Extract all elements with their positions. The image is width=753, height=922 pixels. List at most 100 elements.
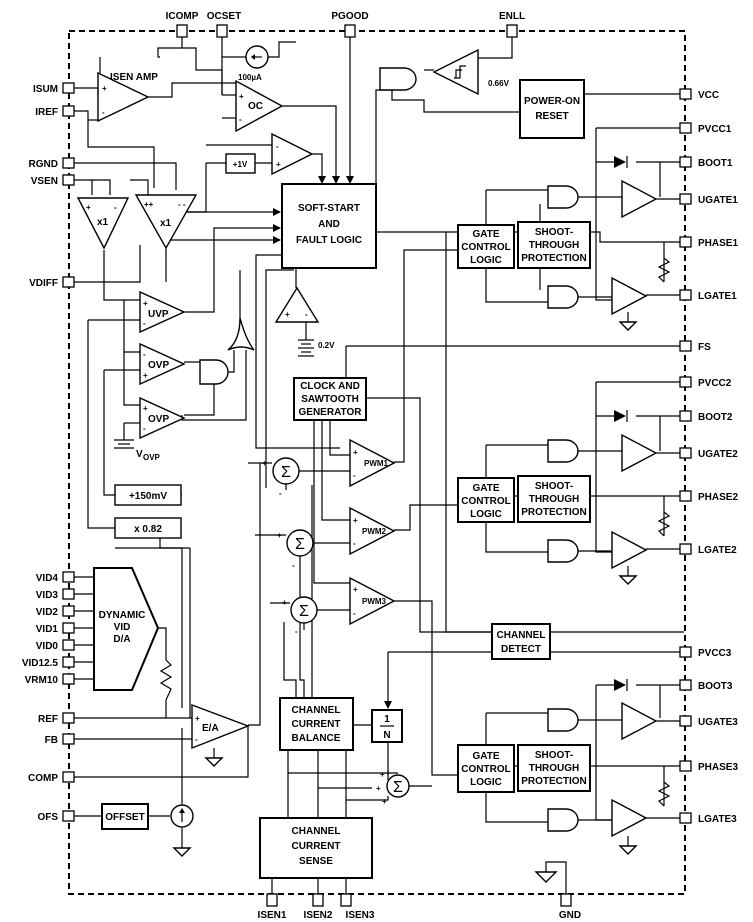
offset-block: OFFSET — [101, 803, 149, 830]
pin-ocset — [216, 24, 228, 38]
oc-comparator: + - OC — [235, 79, 284, 133]
pin-ref — [62, 712, 75, 724]
pin-lgate3-label: LGATE3 — [698, 814, 737, 825]
pin-isen2 — [312, 893, 324, 907]
phase-resistor-2 — [657, 511, 671, 537]
channel-detect-line2: DETECT — [501, 644, 541, 655]
x1-diff-amp: ++ - - x1 — [134, 194, 198, 250]
pin-gnd — [560, 893, 572, 907]
svg-text:+: + — [285, 310, 290, 319]
ocset-current-label: 100µA — [238, 73, 262, 82]
gate3-line1: GATE — [472, 751, 499, 762]
pin-icomp-label: ICOMP — [166, 11, 199, 22]
lower-and-gate-2 — [547, 539, 579, 563]
svg-text:+: + — [382, 797, 387, 806]
shoot-through-protection-3: SHOOT- THROUGH PROTECTION — [517, 744, 591, 792]
gate3-line2: CONTROL — [461, 764, 510, 775]
clock-line3: GENERATOR — [299, 407, 363, 418]
sense-line2: CURRENT — [292, 841, 341, 852]
pin-vcc — [679, 88, 692, 100]
st3-line1: SHOOT- — [535, 750, 573, 761]
upper-driver-3 — [621, 701, 658, 741]
svg-text:-: - — [195, 735, 198, 744]
soft-start-line1: SOFT-START — [298, 203, 360, 214]
svg-text:-: - — [239, 115, 242, 124]
phase-resistor-3 — [657, 781, 671, 807]
sense-line1: CHANNEL — [292, 826, 341, 837]
svg-text:+: + — [353, 585, 358, 594]
svg-text:+: + — [143, 299, 148, 308]
gate-control-logic-3: GATE CONTROL LOGIC — [457, 744, 515, 793]
upper-driver-2 — [621, 433, 658, 473]
pin-lgate3 — [679, 812, 692, 824]
plus-150mv-source: +150mV — [114, 484, 182, 506]
pwm3-label: PWM3 — [362, 597, 387, 606]
oc-label: OC — [248, 101, 263, 112]
pin-phase2-label: PHASE2 — [698, 492, 738, 503]
pin-ugate2 — [679, 447, 692, 459]
pin-boot2-label: BOOT2 — [698, 412, 733, 423]
pin-fb — [62, 733, 75, 745]
dac-line2: VID — [114, 622, 131, 633]
pwm2-comparator: + - PWM2 — [349, 506, 396, 556]
svg-text:+: + — [239, 92, 244, 101]
pin-pvcc1-label: PVCC1 — [698, 124, 732, 135]
plus-150mv-label: +150mV — [129, 491, 167, 502]
sense-line3: SENSE — [299, 856, 333, 867]
right-pins: VCC PVCC1 BOOT1 UGATE1 PHASE1 LGATE1 FS … — [679, 88, 738, 825]
x1-buffer-left: + - x1 — [76, 197, 130, 250]
isen-amp: + - ISEN AMP — [97, 71, 158, 123]
pin-isen1-label: ISEN1 — [258, 910, 287, 921]
svg-text:-: - — [305, 310, 308, 319]
pwm1-comparator: + - PWM1 — [349, 438, 396, 488]
offset-label: OFFSET — [105, 812, 144, 823]
pin-phase3 — [679, 760, 692, 772]
pin-isen3 — [340, 893, 352, 907]
pin-pgood-label: PGOOD — [331, 11, 368, 22]
pin-lgate2 — [679, 543, 692, 555]
pin-ugate1 — [679, 193, 692, 205]
pin-iref-label: IREF — [35, 107, 58, 118]
pin-pvcc1 — [679, 122, 692, 134]
pin-ocset-label: OCSET — [207, 11, 241, 22]
clock-line2: SAWTOOTH — [301, 394, 359, 405]
lower-driver-3 — [611, 798, 648, 838]
st3-line2: THROUGH — [529, 763, 580, 774]
shoot-through-protection-1: SHOOT- THROUGH PROTECTION — [517, 221, 591, 269]
gate1-line1: GATE — [472, 229, 499, 240]
pin-boot2 — [679, 410, 692, 422]
pin-fb-label: FB — [45, 735, 58, 746]
pin-icomp — [176, 24, 188, 38]
pin-vid3 — [62, 588, 75, 600]
enll-threshold-label: 0.66V — [488, 79, 510, 88]
upper-and-gate-3 — [547, 708, 579, 732]
st2-line1: SHOOT- — [535, 481, 573, 492]
ground-symbols — [172, 321, 638, 883]
pin-fs-label: FS — [698, 342, 711, 353]
pin-comp-label: COMP — [28, 773, 58, 784]
pin-vid3-label: VID3 — [36, 590, 59, 601]
pin-vsen — [62, 174, 75, 186]
lower-and-gate-3 — [547, 808, 579, 832]
pin-gnd-label: GND — [559, 910, 581, 921]
pin-fs — [679, 340, 692, 352]
sigma-3-label: Σ — [299, 603, 309, 620]
pin-lgate1 — [679, 289, 692, 301]
svg-text:+: + — [276, 160, 281, 169]
svg-text:+: + — [353, 448, 358, 457]
top-pins: ICOMP OCSET PGOOD ENLL — [166, 11, 525, 38]
pin-isum-label: ISUM — [33, 84, 58, 95]
ovp-1-label: OVP — [148, 360, 169, 371]
pin-vid2-label: VID2 — [36, 607, 59, 618]
gate-control-logic-1: GATE CONTROL LOGIC — [457, 224, 515, 269]
channel-current-sense: CHANNEL CURRENT SENSE — [259, 817, 373, 879]
vovp-subscript: OVP — [143, 453, 161, 462]
pwm3-comparator: + - PWM3 — [349, 576, 396, 626]
balance-line2: CURRENT — [292, 719, 341, 730]
svg-text:-: - — [292, 561, 295, 570]
dac-resistor — [159, 659, 173, 701]
phase-resistor-1 — [657, 257, 671, 283]
st1-line3: PROTECTION — [521, 253, 587, 264]
pin-phase3-label: PHASE3 — [698, 762, 738, 773]
pin-isum — [62, 82, 75, 94]
